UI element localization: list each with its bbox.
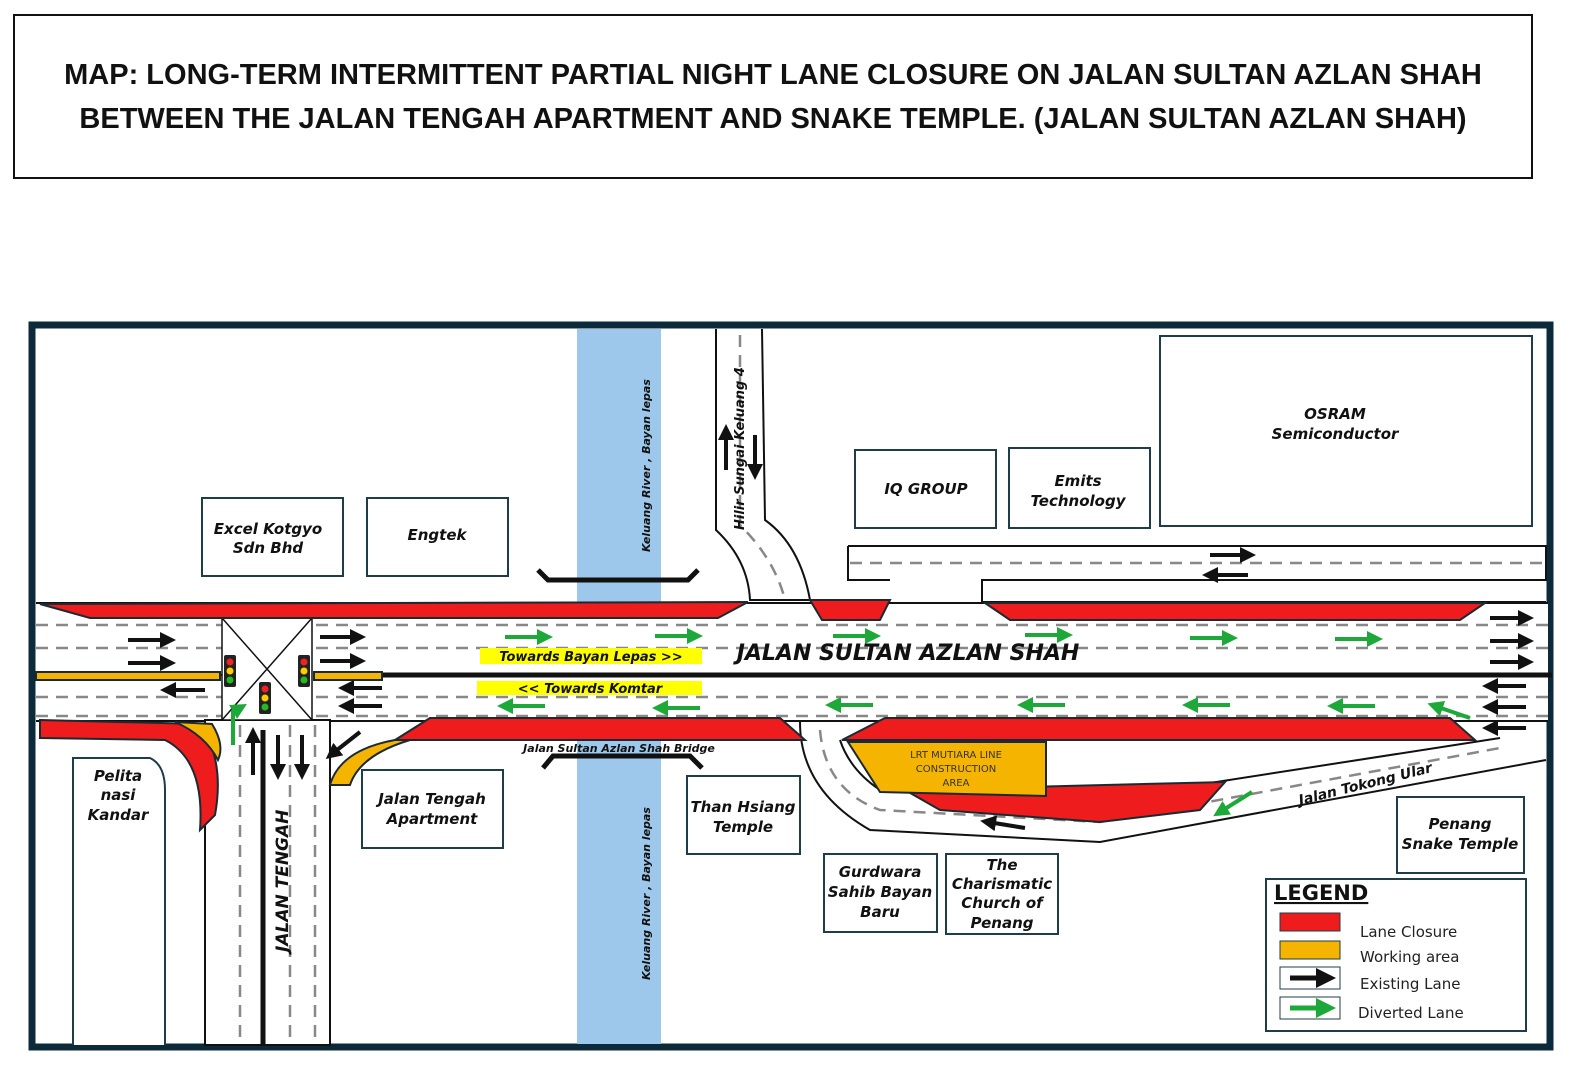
label-bridge: Jalan Sultan Azlan Shah Bridge xyxy=(521,742,715,755)
service-road xyxy=(847,545,1547,603)
label-church-2: Charismatic xyxy=(952,875,1052,893)
legend-swatch-working xyxy=(1279,940,1341,960)
label-emits: Emits xyxy=(1054,472,1101,490)
jalan-tengah-road xyxy=(204,719,331,1046)
label-church-4: Penang xyxy=(971,914,1034,932)
label-pelita: Pelita xyxy=(94,767,142,785)
working-areas xyxy=(35,671,1047,798)
label-snake-temple: Penang xyxy=(1429,815,1492,833)
label-excel-2: Sdn Bhd xyxy=(233,539,304,557)
bridge-south xyxy=(541,753,704,770)
label-emits-2: Technology xyxy=(1031,492,1127,510)
label-pelita-2: nasi xyxy=(101,786,137,804)
label-main-road: JALAN SULTAN AZLAN SHAH xyxy=(733,641,1080,666)
title-box: MAP: LONG-TERM INTERMITTENT PARTIAL NIGH… xyxy=(13,14,1533,179)
bridge-north xyxy=(536,568,700,583)
legend-title: LEGEND xyxy=(1274,881,1368,905)
label-lrt-3: AREA xyxy=(943,778,970,789)
label-apartment: Jalan Tengah xyxy=(375,790,486,808)
label-gurdwara-2: Sahib Bayan xyxy=(828,883,932,901)
label-snake-temple-2: Snake Temple xyxy=(1402,835,1519,853)
label-pelita-3: Kandar xyxy=(88,806,150,824)
label-than-hsiang-2: Temple xyxy=(713,818,773,836)
label-engtek: Engtek xyxy=(408,526,468,544)
direction-west: << Towards Komtar xyxy=(518,682,664,697)
label-lrt-2: CONSTRUCTION xyxy=(916,764,996,775)
label-jalan-tengah: JALAN TENGAH xyxy=(273,810,293,955)
label-iq-group: IQ GROUP xyxy=(884,480,967,498)
label-gurdwara-3: Baru xyxy=(860,903,900,921)
diverted-lane-arrows xyxy=(229,627,1471,817)
label-church-3: Church of xyxy=(961,894,1045,912)
legend: LEGEND Lane Closure Working area Existin… xyxy=(1265,878,1527,1032)
label-lrt: LRT MUTIARA LINE xyxy=(910,750,1002,761)
legend-existing-lane: Existing Lane xyxy=(1360,975,1460,993)
direction-west-bg xyxy=(477,681,702,695)
label-apartment-2: Apartment xyxy=(386,810,479,828)
legend-swatch-closure xyxy=(1279,912,1341,932)
label-osram-2: Semiconductor xyxy=(1272,425,1400,443)
label-than-hsiang: Than Hsiang xyxy=(690,798,795,816)
label-osram: OSRAM xyxy=(1304,405,1366,423)
label-church: The xyxy=(986,856,1017,874)
traffic-light-icon xyxy=(224,655,310,714)
legend-working-area: Working area xyxy=(1360,948,1459,966)
label-river-north: Keluang River , Bayan lepas xyxy=(640,379,653,552)
direction-east: Towards Bayan Lepas >> xyxy=(499,650,682,665)
label-gurdwara: Gurdwara xyxy=(839,863,922,881)
existing-lane-arrows xyxy=(128,424,1534,832)
label-river-south: Keluang River , Bayan lepas xyxy=(640,807,653,980)
legend-diverted-lane: Diverted Lane xyxy=(1358,1004,1464,1022)
legend-lane-closure: Lane Closure xyxy=(1360,923,1457,941)
map-title: MAP: LONG-TERM INTERMITTENT PARTIAL NIGH… xyxy=(64,58,1482,135)
lane-closures xyxy=(39,599,1489,833)
direction-east-bg xyxy=(480,648,702,664)
buildings xyxy=(72,335,1533,1045)
label-hilir-sungai: Hilir Sungai Keluang 4 xyxy=(733,367,748,530)
label-excel: Excel Kotgyo xyxy=(214,520,322,538)
